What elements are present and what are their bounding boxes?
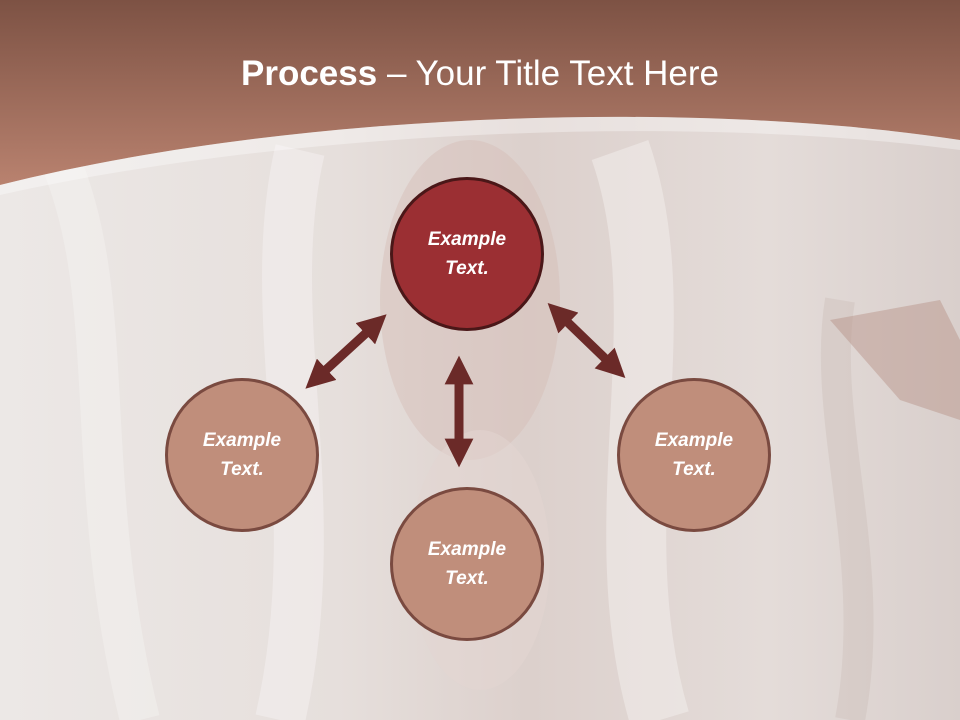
node-bottom-line1: Example (427, 539, 507, 560)
node-left-line1: Example (202, 430, 282, 451)
slide-title: Process – Your Title Text Here (0, 52, 960, 96)
node-left-line2: Text. (220, 459, 264, 480)
node-right-line1: Example (654, 430, 734, 451)
node-right: Example Text. (617, 378, 771, 532)
title-rest: Your Title Text Here (415, 54, 720, 93)
arrow-top-left (305, 314, 387, 389)
arrow-top-right (547, 303, 626, 378)
node-top: Example Text. (390, 177, 544, 331)
node-top-line1: Example (427, 229, 507, 250)
node-bottom: Example Text. (390, 487, 544, 641)
title-separator: – (377, 54, 416, 93)
title-bold: Process (241, 54, 378, 93)
node-left: Example Text. (165, 378, 319, 532)
node-top-line2: Text. (445, 258, 489, 279)
node-bottom-line2: Text. (445, 568, 489, 589)
node-right-line2: Text. (672, 459, 716, 480)
